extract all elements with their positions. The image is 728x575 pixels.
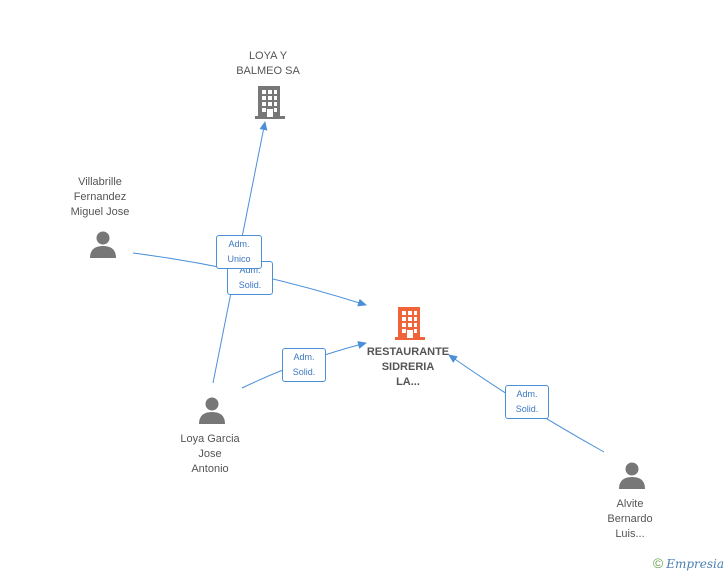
footer-brand[interactable]: ©Empresia [653,555,724,571]
node-loya-garcia[interactable]: Loya Garcia Jose Antonio [160,432,260,477]
node-restaurante[interactable]: RESTAURANTE SIDRERIA LA... [356,345,460,390]
node-label: Alvite Bernardo Luis... [607,498,653,540]
node-label-main: RESTAURANTE SIDRERIA LA... [366,346,450,388]
edge-label-adm-solid[interactable]: Adm. Solid. [282,348,326,382]
person-icon [90,231,116,258]
copyright-symbol: © [652,555,664,571]
building-icon [255,86,285,119]
edge-label-adm-unico[interactable]: Adm. Unico [216,235,262,269]
node-label: Loya Garcia Jose Antonio [180,433,240,475]
edge-label-adm-solid[interactable]: Adm. Solid. [505,385,549,419]
person-icon [199,397,225,424]
node-loya-balmeo[interactable]: LOYA Y BALMEO SA [222,49,314,79]
brand-name: Empresia [666,557,724,571]
node-label: Villabrille Fernandez Miguel Jose [70,176,130,218]
building-icon-main [395,307,425,340]
person-icon [619,462,645,489]
node-villabrille[interactable]: Villabrille Fernandez Miguel Jose [50,175,150,220]
node-alvite[interactable]: Alvite Bernardo Luis... [590,497,670,542]
node-label: LOYA Y BALMEO SA [236,50,300,77]
